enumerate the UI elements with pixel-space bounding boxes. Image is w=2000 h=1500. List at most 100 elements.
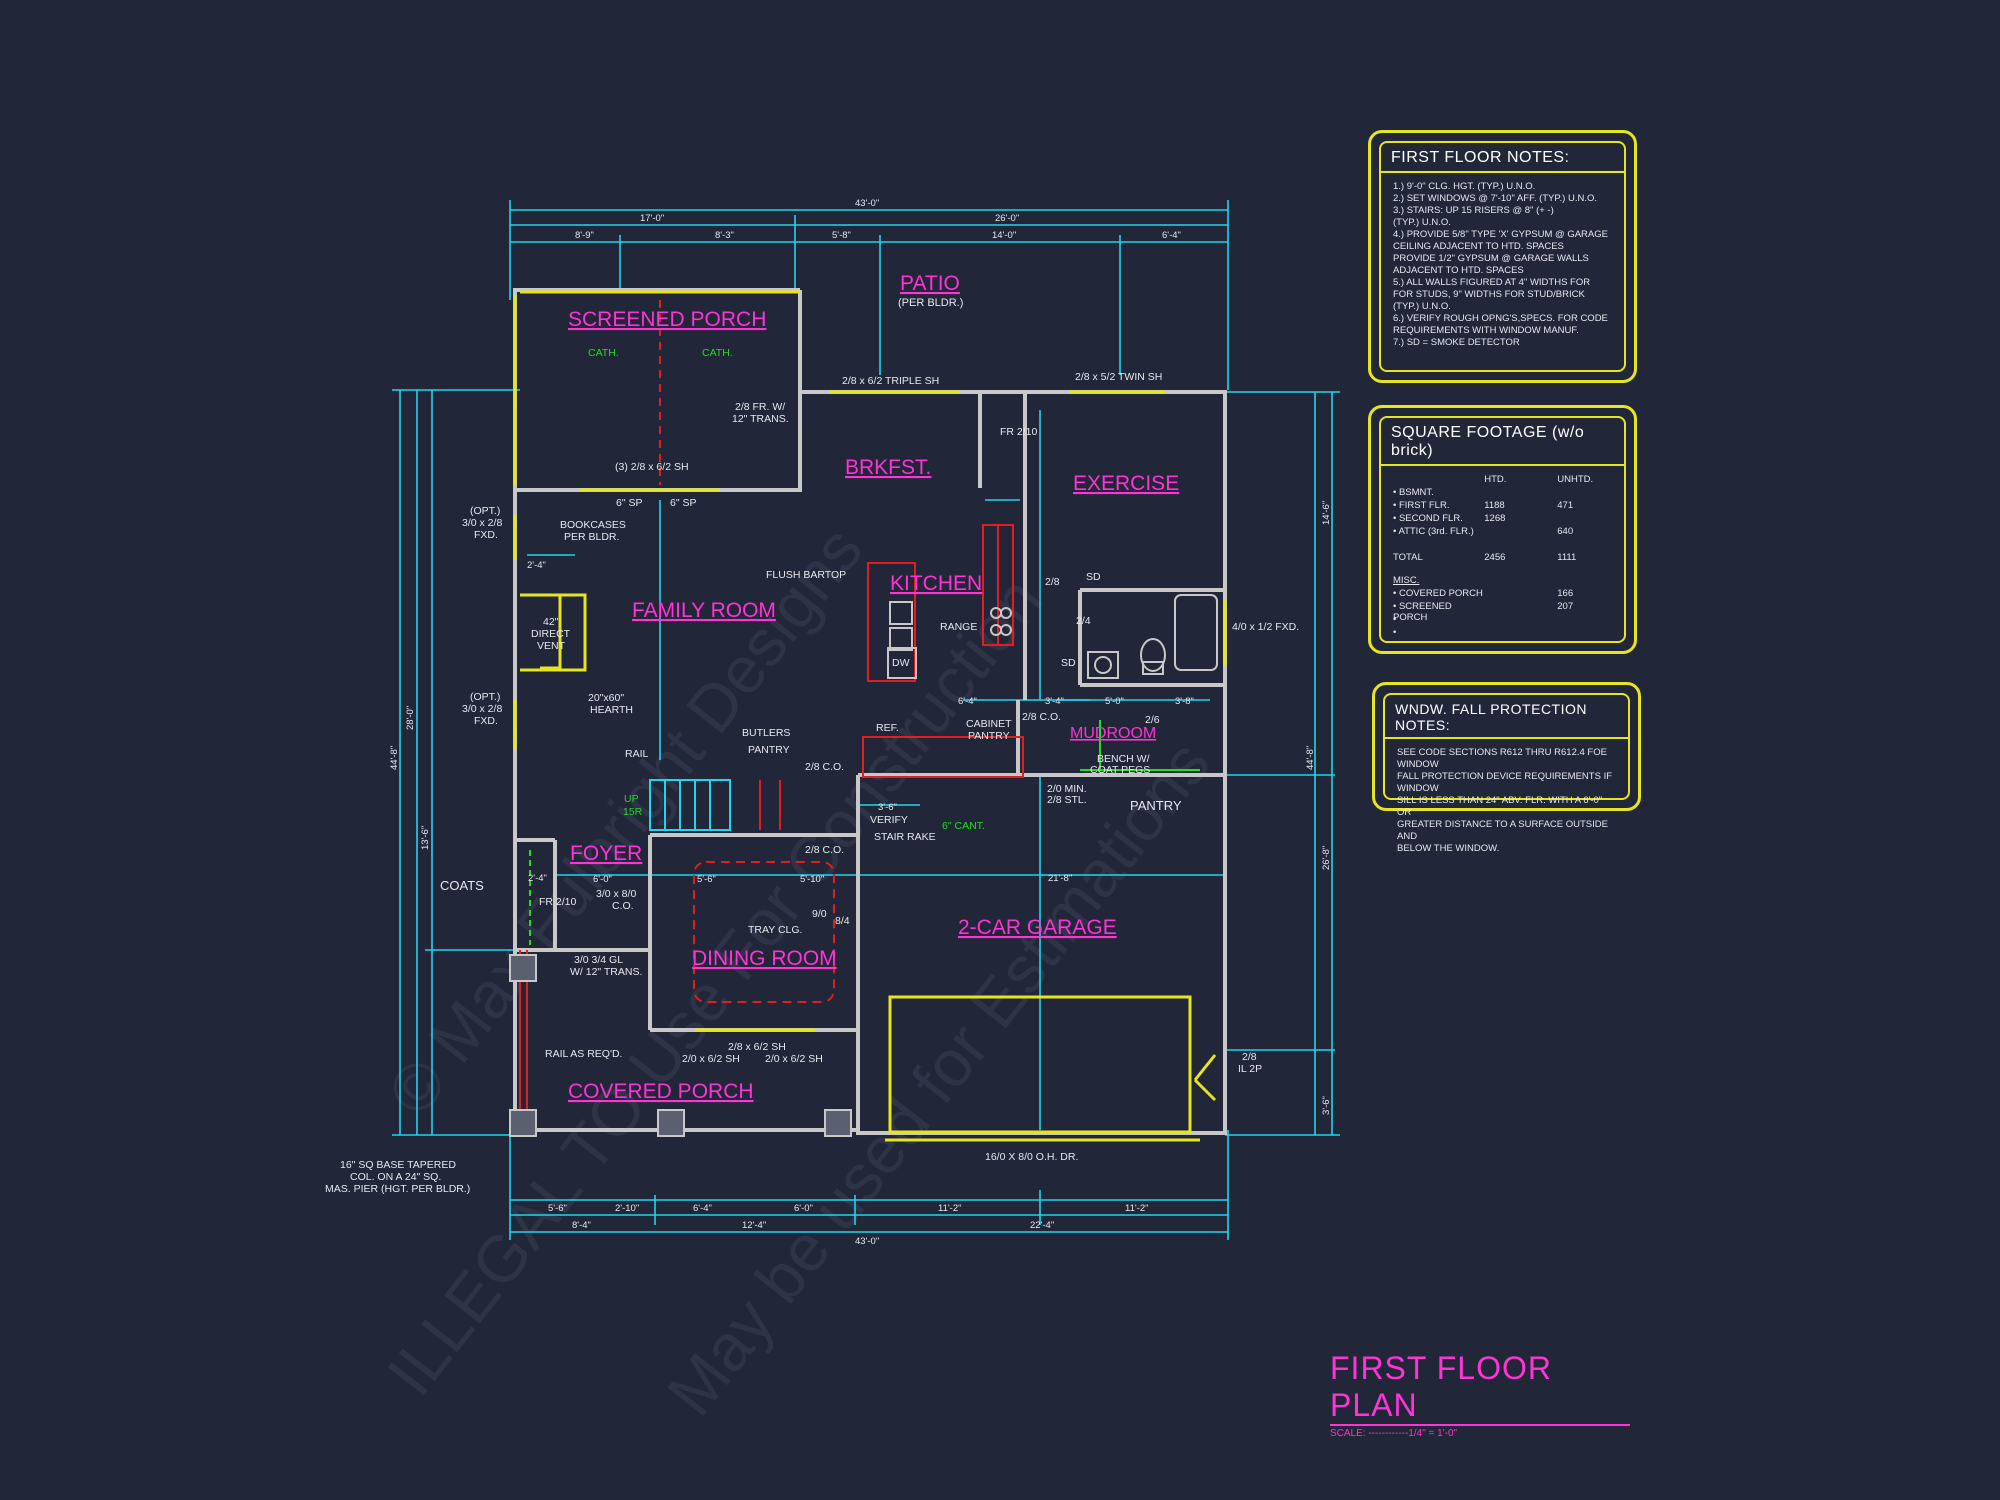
dim-top-a: 17'-0" bbox=[640, 213, 664, 224]
sh-bottom-1: 2/0 x 6/2 SH bbox=[682, 1053, 740, 1065]
dim-b-24: 2'-4" bbox=[527, 560, 546, 571]
dim-garage-w: 21'-8" bbox=[1048, 873, 1072, 884]
dim-bot-a: 8'-4" bbox=[572, 1220, 591, 1231]
title-block: FIRST FLOOR PLAN SCALE: ------------1/4"… bbox=[1330, 1350, 1630, 1439]
dim-top-c5: 6'-4" bbox=[1162, 230, 1181, 241]
hearth-1: 20"x60" bbox=[588, 692, 624, 704]
fall-protection-body: SEE CODE SECTIONS R612 THRU R612.4 FOE W… bbox=[1397, 747, 1613, 854]
htd-header: HTD. bbox=[1484, 474, 1507, 485]
fxd-right: 4/0 x 1/2 FXD. bbox=[1232, 621, 1299, 633]
opt-mid-1: (OPT.) bbox=[470, 691, 500, 703]
dim-bot-d1: 5'-6" bbox=[548, 1203, 567, 1214]
room-exercise: EXERCISE bbox=[1073, 472, 1179, 495]
room-covered-porch: COVERED PORCH bbox=[568, 1080, 754, 1103]
co-foyer-1: 3/0 x 8/0 bbox=[596, 888, 636, 900]
stl28: 2/8 STL. bbox=[1047, 794, 1087, 806]
fall-protection-frame: WNDW. FALL PROTECTION NOTES: SEE CODE SE… bbox=[1383, 693, 1630, 854]
dim-top-c2: 8'-3" bbox=[715, 230, 734, 241]
dim-top-c4: 14'-0" bbox=[992, 230, 1016, 241]
column-note-1: 16" SQ BASE TAPERED bbox=[340, 1159, 456, 1171]
dimension-lines bbox=[392, 200, 1340, 1240]
cath-label-1: CATH. bbox=[588, 347, 619, 359]
sh-bottom-2: 2/0 x 6/2 SH bbox=[765, 1053, 823, 1065]
dim-top-c3: 5'-8" bbox=[832, 230, 851, 241]
stair-up: UP bbox=[624, 793, 639, 805]
door-90: 9/0 bbox=[812, 908, 827, 920]
watermark-line-3: May be used for Estimations bbox=[653, 727, 1224, 1429]
room-garage: 2-CAR GARAGE bbox=[958, 916, 1117, 939]
dim-right-a: 14'-6" bbox=[1321, 501, 1332, 525]
sp-label-1: 6" SP bbox=[616, 497, 643, 509]
opt-top-2: 3/0 x 2/8 bbox=[462, 517, 502, 529]
twin-sh-label: 2/8 x 5/2 TWIN SH bbox=[1075, 371, 1162, 383]
fr-trans-label: 2/8 FR. W/ bbox=[735, 401, 785, 413]
dim-right-b: 26'-8" bbox=[1321, 846, 1332, 870]
co28-2: 2/8 C.O. bbox=[1022, 711, 1061, 723]
hearth-2: HEARTH bbox=[590, 704, 633, 716]
dim-s-36: 3'-6" bbox=[878, 802, 897, 813]
dim-bot-d5: 11'-2" bbox=[938, 1203, 962, 1214]
dim-f-56: 5'-6" bbox=[697, 874, 716, 885]
direct-vent-1: 42" bbox=[543, 616, 559, 628]
watermark: © Max Fulbright Designs ILLEGAL TO Use F… bbox=[373, 513, 1224, 1429]
bookcases-2: PER BLDR. bbox=[564, 531, 619, 543]
annotation-labels: CATH. CATH. 2/8 x 6/2 TRIPLE SH 2/8 x 5/… bbox=[325, 347, 1299, 1195]
ref-label: REF. bbox=[876, 722, 899, 734]
dim-k-38: 3'-8" bbox=[1175, 696, 1194, 707]
dim-left-a: 28'-0" bbox=[405, 706, 416, 730]
sh-bottom: 2/8 x 6/2 SH bbox=[728, 1041, 786, 1053]
door-24: 2/4 bbox=[1076, 615, 1091, 627]
butlers-2: PANTRY bbox=[748, 744, 790, 756]
dim-bot-c: 22'-4" bbox=[1030, 1220, 1054, 1231]
plan-title: FIRST FLOOR PLAN bbox=[1330, 1350, 1630, 1426]
square-footage-frame: SQUARE FOOTAGE (w/o brick) HTD. UNHTD. •… bbox=[1379, 416, 1626, 643]
cabinet-1: CABINET bbox=[966, 718, 1012, 730]
stair-rake: STAIR RAKE bbox=[874, 831, 936, 843]
dim-bot-d3: 6'-4" bbox=[693, 1203, 712, 1214]
dim-top-total: 43'-0" bbox=[855, 198, 879, 209]
dim-bot-b: 12'-4" bbox=[742, 1220, 766, 1231]
pantry-right: PANTRY bbox=[1130, 798, 1182, 813]
sd-label-1: SD bbox=[1086, 571, 1101, 583]
dim-bot-total: 43'-0" bbox=[855, 1236, 879, 1247]
room-family-room: FAMILY ROOM bbox=[632, 599, 776, 622]
porch-columns bbox=[509, 954, 852, 1137]
flush-bartop: FLUSH BARTOP bbox=[766, 569, 846, 581]
gl-trans-1: 3/0 3/4 GL bbox=[574, 954, 623, 966]
bench-1: BENCH W/ bbox=[1097, 753, 1150, 765]
three-sh-label: (3) 2/8 x 6/2 SH bbox=[615, 461, 689, 473]
table-row: • ATTIC (3rd. FLR.)640 bbox=[1393, 526, 1574, 537]
square-footage-title: SQUARE FOOTAGE (w/o brick) bbox=[1381, 418, 1624, 466]
rail-req: RAIL AS REQ'D. bbox=[545, 1048, 622, 1060]
il-2p-2: IL 2P bbox=[1238, 1063, 1262, 1075]
verify-label: VERIFY bbox=[870, 814, 908, 826]
dim-left-total: 44'-8" bbox=[389, 746, 400, 770]
table-row: • SECOND FLR.1268 bbox=[1393, 513, 1506, 524]
fr-210-top: FR 2/10 bbox=[1000, 426, 1038, 438]
column-note-2: COL. ON A 24" SQ. bbox=[350, 1171, 441, 1183]
dim-f-24: 2'-4" bbox=[528, 873, 547, 884]
tray-label: TRAY CLG. bbox=[748, 924, 802, 936]
dw-label: DW bbox=[892, 657, 910, 669]
room-kitchen: KITCHEN bbox=[890, 572, 982, 595]
room-screened-porch: SCREENED PORCH bbox=[568, 308, 766, 331]
cant-label: 6" CANT. bbox=[942, 820, 985, 832]
range-label: RANGE bbox=[940, 621, 977, 633]
patio-note: (PER BLDR.) bbox=[898, 297, 963, 309]
table-row: • bbox=[1393, 614, 1397, 625]
overhead-door: 16/0 X 8/0 O.H. DR. bbox=[985, 1151, 1078, 1163]
dim-bot-d4: 6'-0" bbox=[794, 1203, 813, 1214]
fall-protection-box: WNDW. FALL PROTECTION NOTES: SEE CODE SE… bbox=[1372, 682, 1641, 854]
sd-label-2: SD bbox=[1061, 657, 1076, 669]
co28-1: 2/8 C.O. bbox=[805, 761, 844, 773]
first-floor-notes-body: 1.) 9'-0" CLG. HGT. (TYP.) U.N.O. 2.) SE… bbox=[1393, 181, 1608, 348]
butlers-1: BUTLERS bbox=[742, 727, 790, 739]
unhtd-header: UNHTD. bbox=[1557, 474, 1594, 485]
opt-top-1: (OPT.) bbox=[470, 505, 500, 517]
table-row: • BSMNT. bbox=[1393, 487, 1434, 498]
